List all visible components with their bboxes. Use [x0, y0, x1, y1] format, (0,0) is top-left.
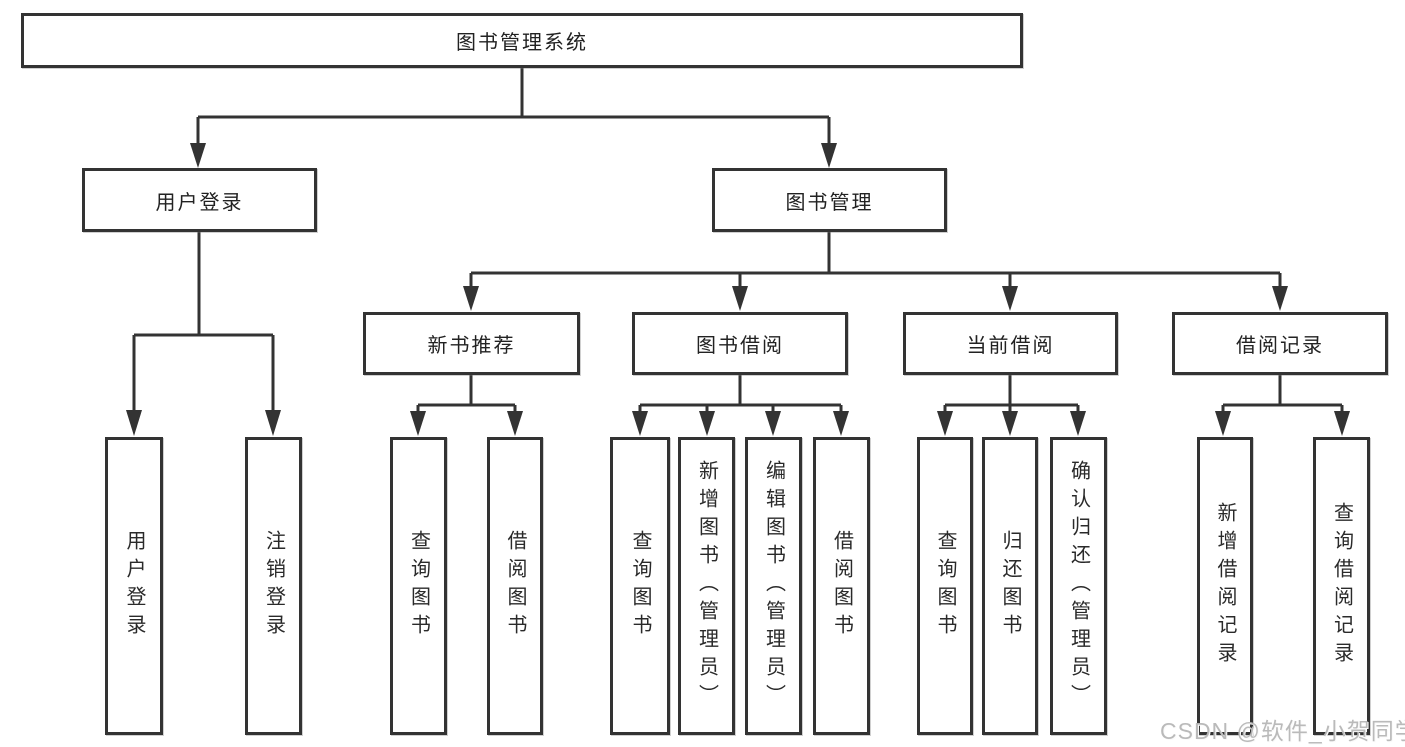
node-label: 查询图书: [629, 530, 651, 642]
arrow-icon: [833, 411, 849, 436]
connector-borrow-to-leaves: [638, 375, 843, 414]
node-borrowing-records: 借阅记录: [1172, 312, 1388, 375]
node-add-borrow-record: 新增借阅记录: [1197, 437, 1253, 735]
node-query-books-recommend: 查询图书: [390, 437, 447, 735]
node-label: 查询借阅记录: [1330, 502, 1353, 670]
connector-newbooks-to-leaves: [416, 375, 517, 414]
node-label: 当前借阅: [966, 335, 1055, 357]
node-label: 查询图书: [934, 530, 956, 642]
node-label: 借阅记录: [1236, 335, 1324, 357]
connector-mgmt-to-level3: [469, 232, 1282, 288]
arrow-icon: [1215, 411, 1231, 436]
node-user-login: 用户登录: [82, 168, 317, 232]
node-confirm-return-admin: 确认归还（管理员）: [1050, 437, 1107, 735]
connector-current-to-leaves: [943, 375, 1080, 414]
node-label: 图书借阅: [696, 335, 784, 357]
node-current-borrowing: 当前借阅: [903, 312, 1118, 375]
node-book-borrowing: 图书借阅: [632, 312, 848, 375]
connector-records-to-leaves: [1221, 375, 1344, 414]
node-label: 归还图书: [999, 530, 1021, 642]
arrow-icon: [699, 411, 715, 436]
node-borrow-books: 借阅图书: [813, 437, 870, 735]
node-add-book-admin: 新增图书（管理员）: [678, 437, 735, 735]
arrow-icon: [1272, 286, 1288, 311]
node-label: 图书管理: [785, 191, 874, 214]
node-label: 查询图书: [407, 530, 430, 642]
arrow-icon: [410, 411, 426, 436]
arrow-icon: [463, 286, 479, 311]
arrow-icon: [732, 286, 748, 311]
node-label: 注销登录: [262, 530, 285, 642]
connector-login-to-leaves: [132, 232, 275, 412]
arrow-icon: [1070, 411, 1086, 436]
arrow-icon: [126, 410, 142, 436]
csdn-watermark: CSDN @软件_小贺同学: [1160, 718, 1405, 744]
node-label: 新增借阅记录: [1214, 502, 1236, 670]
node-label: 用户登录: [155, 191, 244, 214]
node-label: 图书管理系统: [456, 32, 588, 54]
node-label: 确认归还（管理员）: [1067, 460, 1090, 712]
arrow-icon: [821, 143, 837, 168]
node-label: 新书推荐: [427, 335, 516, 357]
arrow-icon: [265, 410, 281, 436]
arrow-icon: [1002, 286, 1018, 311]
connector-root-to-level2: [196, 68, 831, 146]
node-label: 借阅图书: [504, 530, 526, 642]
node-label: 新增图书（管理员）: [695, 460, 718, 712]
node-query-borrow-record: 查询借阅记录: [1313, 437, 1370, 735]
node-label: 借阅图书: [830, 530, 853, 642]
node-logout: 注销登录: [245, 437, 302, 735]
arrow-icon: [1334, 411, 1350, 436]
arrow-icon: [765, 411, 781, 436]
node-borrow-books-recommend: 借阅图书: [487, 437, 543, 735]
node-new-book-recommend: 新书推荐: [363, 312, 580, 375]
arrowheads: [126, 143, 1350, 436]
node-query-books-current: 查询图书: [917, 437, 973, 735]
node-label: 用户登录: [123, 530, 145, 642]
node-edit-book-admin: 编辑图书（管理员）: [745, 437, 802, 735]
arrow-icon: [507, 411, 523, 436]
node-user-login-leaf: 用户登录: [105, 437, 163, 735]
arrow-icon: [632, 411, 648, 436]
arrow-icon: [1002, 411, 1018, 436]
node-return-books: 归还图书: [982, 437, 1038, 735]
node-query-books-borrow: 查询图书: [610, 437, 670, 735]
node-label: 编辑图书（管理员）: [762, 460, 785, 712]
arrow-icon: [190, 143, 206, 168]
node-library-management-system: 图书管理系统: [21, 13, 1023, 68]
node-book-management: 图书管理: [712, 168, 947, 232]
arrow-icon: [937, 411, 953, 436]
